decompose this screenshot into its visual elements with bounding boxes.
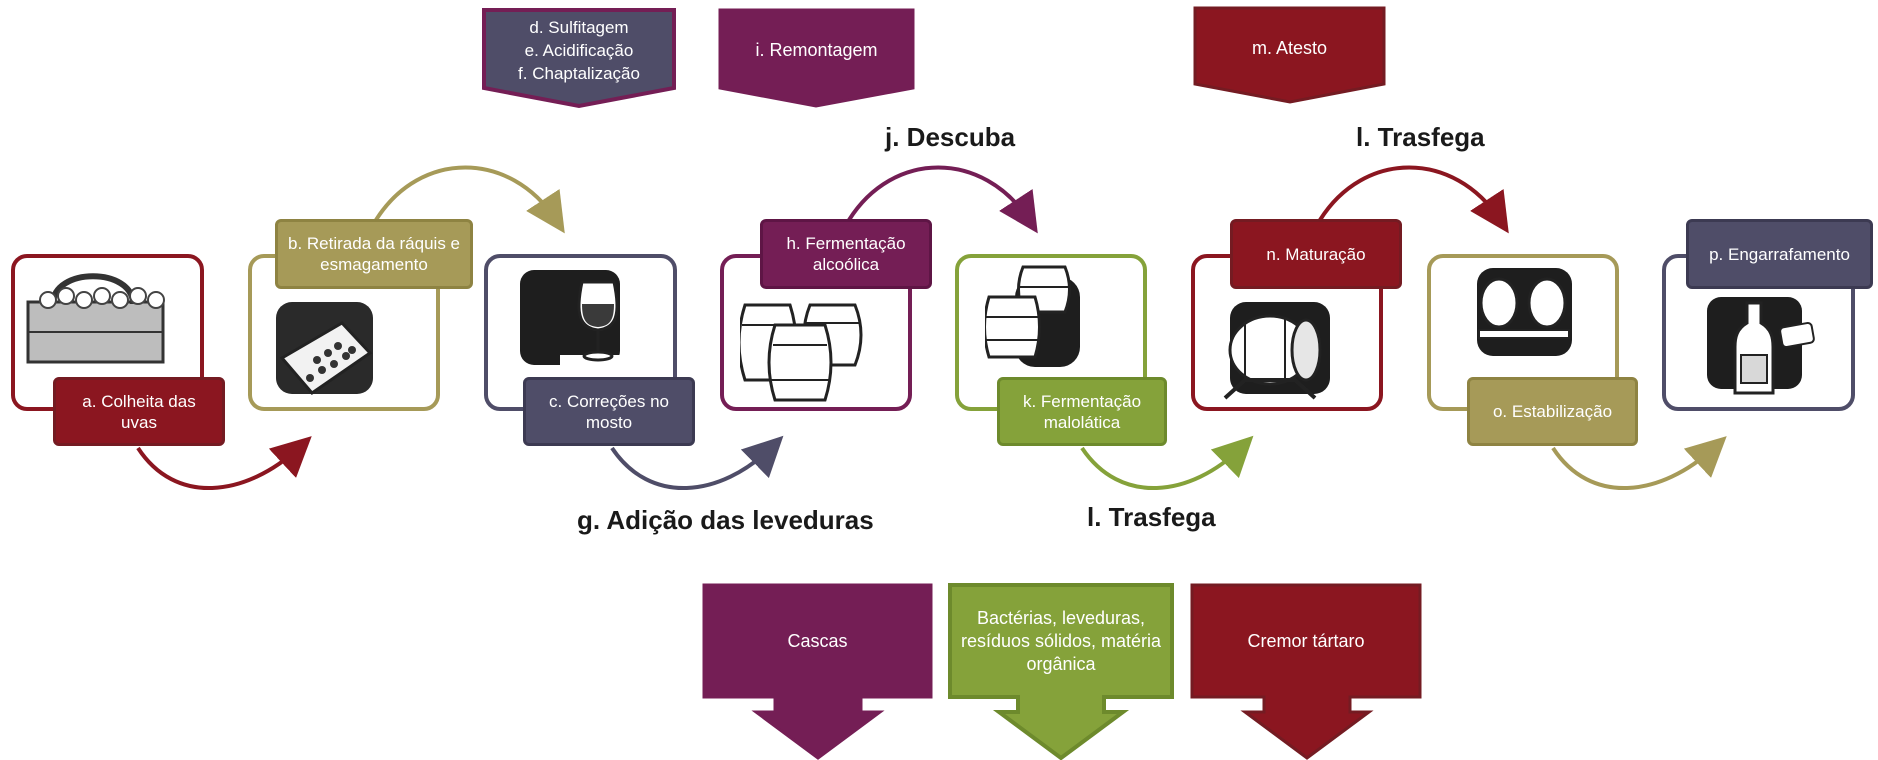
barrels-icon-k bbox=[985, 265, 1080, 367]
barrel-stand-icon bbox=[1223, 302, 1330, 400]
grape-basket-icon bbox=[26, 273, 165, 364]
step-p-label: p. Engarrafamento bbox=[1686, 219, 1873, 289]
output-cremor-text: Cremor tártaro bbox=[1247, 630, 1365, 651]
wine-glass-icon bbox=[520, 270, 625, 367]
input-i-text: i. Remontagem bbox=[755, 39, 878, 60]
output-cremor-shape bbox=[1190, 583, 1422, 760]
step-b-label: b. Retirada da ráquis e esmagamento bbox=[275, 219, 473, 289]
input-m-shape bbox=[1193, 6, 1386, 104]
output-bacterias-shape bbox=[948, 583, 1174, 760]
input-f-label: f. Chaptalização bbox=[518, 63, 640, 83]
input-def-text: d. Sulfitagem e. Acidificação f. Chaptal… bbox=[484, 12, 674, 88]
arc-b-c bbox=[374, 165, 565, 234]
step-n-label: n. Maturação bbox=[1230, 219, 1402, 289]
step-c-label: c. Correções no mosto bbox=[523, 377, 695, 446]
arc-n-o bbox=[1318, 165, 1509, 234]
output-cascas-text: Cascas bbox=[787, 630, 848, 651]
barrel-rack-icon bbox=[1477, 268, 1572, 356]
arc-o-p bbox=[1551, 436, 1727, 491]
input-def-shape bbox=[482, 8, 676, 109]
output-cascas-shape bbox=[702, 583, 933, 760]
output-bacterias-text: Bactérias, leveduras, resíduos sólidos, … bbox=[960, 607, 1162, 674]
arc-label-g: g. Adição das leveduras bbox=[577, 505, 874, 535]
step-h-label: h. Fermentação alcoólica bbox=[760, 219, 932, 289]
arc-k-n bbox=[1080, 435, 1254, 491]
input-d-label: d. Sulfitagem bbox=[529, 17, 629, 37]
arc-label-l-bottom: l. Trasfega bbox=[1087, 502, 1216, 532]
wine-bottle-icon bbox=[1707, 297, 1815, 395]
step-o-label: o. Estabilização bbox=[1467, 377, 1638, 446]
input-m-text: m. Atesto bbox=[1251, 37, 1328, 58]
arc-label-j: j. Descuba bbox=[885, 122, 1016, 152]
arc-h-k bbox=[847, 165, 1038, 234]
barrels-icon bbox=[740, 303, 863, 402]
arc-c-h bbox=[610, 435, 784, 491]
crushed-grapes-icon bbox=[276, 302, 373, 396]
arc-a-b bbox=[136, 436, 312, 491]
step-a-label: a. Colheita das uvas bbox=[53, 377, 225, 446]
input-i-shape bbox=[718, 8, 915, 108]
step-k-label: k. Fermentação malolática bbox=[997, 377, 1167, 446]
arc-label-l-top: l. Trasfega bbox=[1356, 122, 1485, 152]
input-e-label: e. Acidificação bbox=[524, 40, 634, 60]
